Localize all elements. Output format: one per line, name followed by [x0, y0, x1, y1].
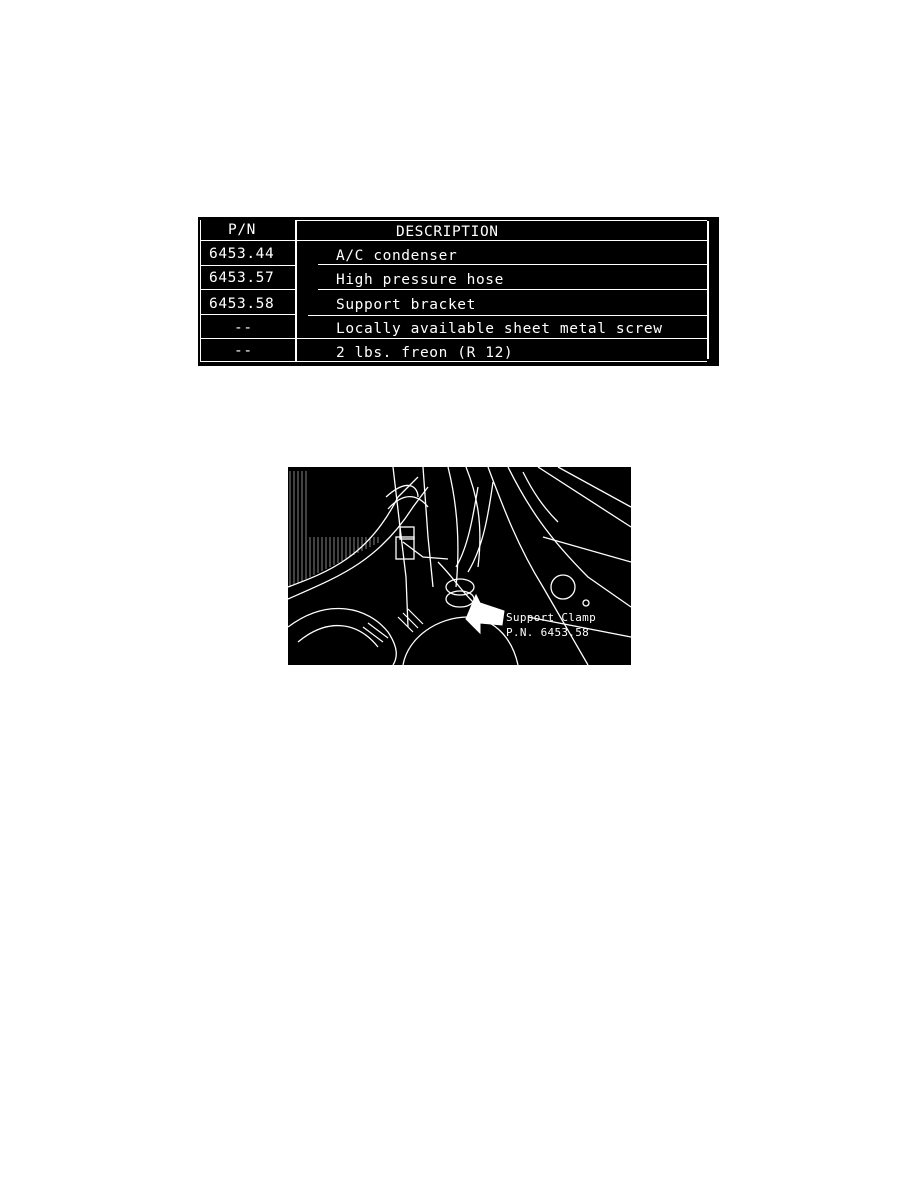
header-description: DESCRIPTION	[396, 224, 499, 240]
row-divider	[200, 289, 295, 290]
row-2-description: High pressure hose	[336, 272, 504, 288]
row-divider	[200, 338, 707, 339]
callout-arrow	[465, 593, 505, 635]
table-top-rule	[297, 220, 707, 221]
row-4-description: Locally available sheet metal screw	[336, 321, 663, 337]
table-right-rule	[707, 221, 709, 359]
callout-label-line2: P.N. 6453.58	[506, 626, 590, 639]
row-3-part-number: 6453.58	[209, 296, 275, 312]
engine-bay-photo: Support Clamp P.N. 6453.58	[288, 467, 631, 665]
table-left-rule	[200, 220, 201, 362]
row-divider	[318, 289, 707, 290]
row-4-part-number: --	[234, 320, 253, 336]
engine-bay-illustration	[288, 467, 631, 665]
row-divider	[200, 265, 295, 266]
row-5-description: 2 lbs. freon (R 12)	[336, 345, 514, 361]
row-divider	[200, 240, 707, 241]
column-divider	[295, 220, 297, 362]
row-divider	[308, 315, 707, 316]
row-divider	[200, 314, 295, 315]
header-part-number: P/N	[228, 222, 256, 238]
row-1-description: A/C condenser	[336, 248, 458, 264]
row-divider	[318, 264, 707, 265]
row-5-part-number: --	[234, 343, 253, 359]
row-3-description: Support bracket	[336, 297, 476, 313]
table-bottom-rule	[200, 361, 707, 362]
parts-table: P/N DESCRIPTION 6453.44 A/C condenser 64…	[198, 217, 719, 366]
callout-label-line1: Support Clamp	[506, 611, 596, 624]
row-2-part-number: 6453.57	[209, 270, 275, 286]
row-1-part-number: 6453.44	[209, 246, 275, 262]
